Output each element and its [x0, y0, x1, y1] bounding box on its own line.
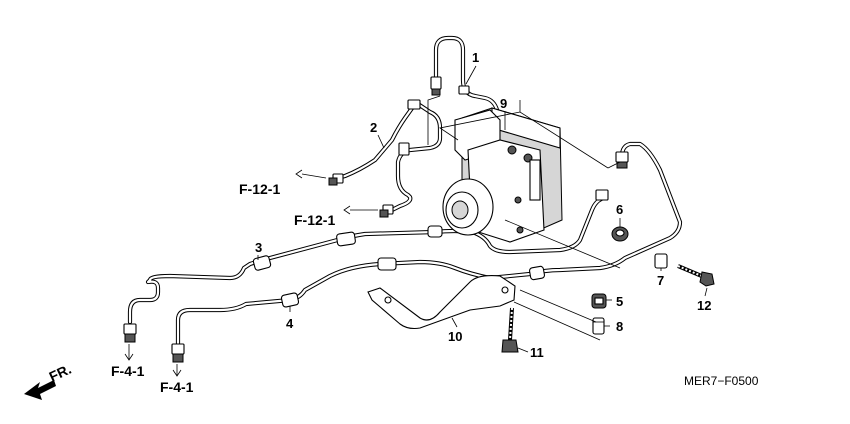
callout-5: 5 — [616, 294, 623, 309]
callout-3: 3 — [255, 240, 262, 255]
collar-part-8 — [592, 317, 605, 335]
collar-part-7 — [654, 253, 668, 269]
brake-pipe-3 — [123, 189, 609, 343]
grommet-part-6 — [611, 226, 629, 242]
ref-f-4-1-left: F-4-1 — [111, 363, 145, 379]
brake-pipe-4 — [171, 141, 683, 363]
ref-f-12-1-lower: F-12-1 — [294, 212, 335, 228]
bolt-part-12 — [677, 264, 715, 287]
reference-arrows — [124, 169, 378, 377]
brake-pipe-2 — [328, 99, 443, 218]
callout-7: 7 — [657, 273, 664, 288]
front-label: FR. — [47, 361, 74, 385]
callout-9: 9 — [500, 96, 507, 111]
callout-10: 10 — [448, 329, 462, 344]
grommet-part-5 — [591, 293, 607, 309]
callout-12: 12 — [697, 298, 711, 313]
callout-8: 8 — [616, 319, 623, 334]
abs-bracket — [367, 275, 516, 330]
front-direction-arrow: FR. — [24, 361, 74, 400]
callout-leaders — [257, 65, 708, 353]
ref-f-12-1-upper: F-12-1 — [239, 181, 280, 197]
ref-f-4-1-right: F-4-1 — [160, 379, 194, 395]
bolt-part-11 — [501, 307, 519, 353]
callout-4: 4 — [286, 316, 294, 331]
callout-2: 2 — [370, 120, 377, 135]
callout-1: 1 — [472, 50, 479, 65]
abs-modulator-unit — [442, 107, 563, 243]
callout-6: 6 — [616, 202, 623, 217]
brake-pipe-1 — [430, 35, 501, 123]
diagram-code: MER7−F0500 — [684, 374, 759, 388]
callout-11: 11 — [530, 345, 544, 360]
